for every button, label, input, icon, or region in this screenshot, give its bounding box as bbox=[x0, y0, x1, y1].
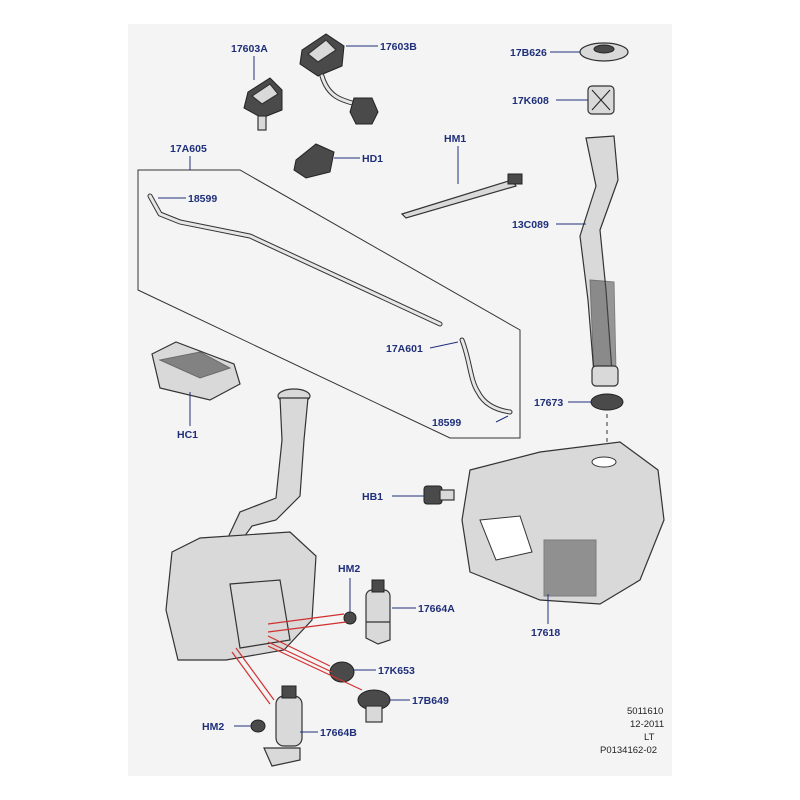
filter-17K608 bbox=[587, 85, 615, 115]
label-HD1: HD1 bbox=[362, 153, 383, 165]
label-HM2-bottom: HM2 bbox=[202, 721, 224, 733]
reservoir-lower bbox=[165, 531, 317, 661]
pump-17664A bbox=[343, 579, 391, 645]
label-17673: 17673 bbox=[534, 397, 563, 409]
lower-filler-pipe bbox=[223, 388, 311, 549]
cap-17B626 bbox=[579, 42, 629, 62]
nozzle-17603A bbox=[243, 77, 283, 131]
clip-HD1 bbox=[293, 143, 335, 179]
label-18599-top: 18599 bbox=[188, 193, 217, 205]
label-HM2-top: HM2 bbox=[338, 563, 360, 575]
filler-neck-13C089 bbox=[579, 135, 619, 387]
label-HM1: HM1 bbox=[444, 133, 466, 145]
bracket-HC1 bbox=[151, 341, 241, 401]
nozzle-17603B bbox=[299, 33, 379, 125]
label-17B649: 17B649 bbox=[412, 695, 449, 707]
bolt-HB1 bbox=[423, 485, 455, 505]
label-17664A: 17664A bbox=[418, 603, 455, 615]
reservoir-17618 bbox=[461, 441, 665, 605]
sensor-17B649 bbox=[357, 689, 391, 723]
label-17603A: 17603A bbox=[231, 43, 268, 55]
label-17618: 17618 bbox=[531, 627, 560, 639]
red-leader-lines bbox=[231, 613, 363, 705]
ref-line-3: LT bbox=[644, 732, 655, 743]
seal-17K653 bbox=[329, 661, 355, 683]
label-17A605: 17A605 bbox=[170, 143, 207, 155]
hose-bundle-outline bbox=[137, 169, 521, 439]
label-13C089: 13C089 bbox=[512, 219, 549, 231]
cable-tie-HM1 bbox=[400, 179, 517, 219]
label-17K608: 17K608 bbox=[512, 95, 549, 107]
ref-line-1: 5011610 bbox=[627, 706, 663, 717]
label-18599-bottom: 18599 bbox=[432, 417, 461, 429]
label-17B626: 17B626 bbox=[510, 47, 547, 59]
reference-block: 5011610 12-2011 LT P0134162-02 bbox=[600, 706, 664, 756]
label-HC1: HC1 bbox=[177, 429, 198, 441]
label-17664B: 17664B bbox=[320, 727, 357, 739]
ref-line-2: 12-2011 bbox=[630, 719, 664, 730]
label-HB1: HB1 bbox=[362, 491, 383, 503]
label-17A601: 17A601 bbox=[386, 343, 423, 355]
label-17K653: 17K653 bbox=[378, 665, 415, 677]
pump-17664B bbox=[250, 685, 303, 767]
label-17603B: 17603B bbox=[380, 41, 417, 53]
part-labels: 17603A 17603B 17B626 17K608 HM1 HD1 17A6… bbox=[170, 41, 563, 739]
label-leaders bbox=[158, 45, 592, 733]
grommet-17673 bbox=[590, 393, 624, 411]
ref-line-4: P0134162-02 bbox=[600, 745, 657, 756]
